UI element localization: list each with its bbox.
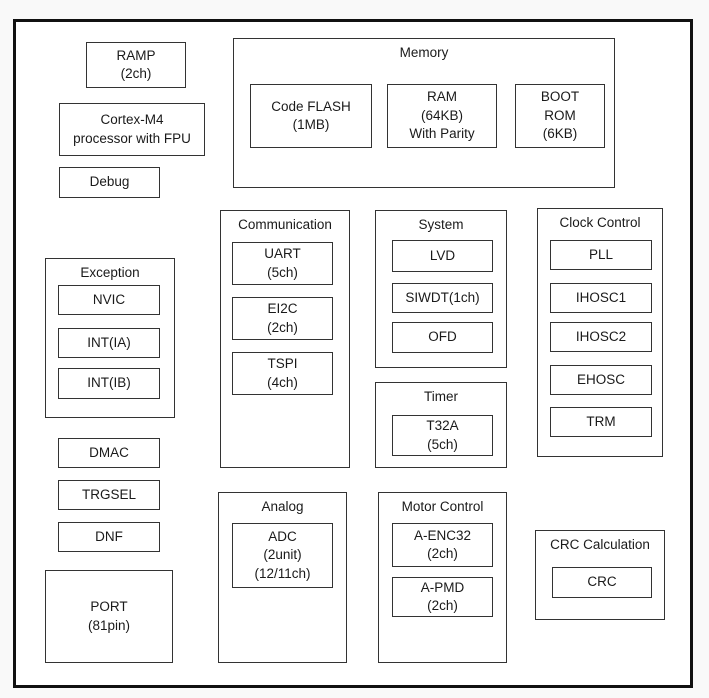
group-system: System LVD SIWDT(1ch) OFD (375, 210, 507, 368)
block-crc: CRC (552, 567, 652, 598)
group-analog: Analog ADC (2unit) (12/11ch) (218, 492, 347, 663)
block-siwdt: SIWDT(1ch) (392, 283, 493, 313)
block-code-flash: Code FLASH (1MB) (250, 84, 372, 148)
block-adc: ADC (2unit) (12/11ch) (232, 523, 333, 588)
group-title-crc-calculation: CRC Calculation (550, 537, 650, 552)
block-trm: TRM (550, 407, 652, 437)
group-timer: Timer T32A (5ch) (375, 382, 507, 468)
block-lvd: LVD (392, 240, 493, 272)
group-title-motor-control: Motor Control (401, 499, 484, 514)
block-ei2c: EI2C (2ch) (232, 297, 333, 340)
block-ram: RAM (64KB) With Parity (387, 84, 497, 148)
group-title-analog: Analog (261, 499, 304, 514)
group-clock-control: Clock Control PLL IHOSC1 IHOSC2 EHOSC TR… (537, 208, 663, 457)
block-ofd: OFD (392, 322, 493, 353)
block-a-enc32: A-ENC32 (2ch) (392, 523, 493, 567)
block-boot-rom: BOOT ROM (6KB) (515, 84, 605, 148)
group-title-system: System (418, 217, 464, 232)
block-pll: PLL (550, 240, 652, 270)
group-communication: Communication UART (5ch) EI2C (2ch) TSPI… (220, 210, 350, 468)
group-memory: Memory Code FLASH (1MB) RAM (64KB) With … (233, 38, 615, 188)
block-dmac: DMAC (58, 438, 160, 468)
group-crc-calculation: CRC Calculation CRC (535, 530, 665, 620)
block-int-ib: INT(IB) (58, 368, 160, 399)
block-tspi: TSPI (4ch) (232, 352, 333, 395)
block-nvic: NVIC (58, 285, 160, 315)
group-exception: Exception NVIC INT(IA) INT(IB) (45, 258, 175, 418)
group-title-exception: Exception (80, 265, 140, 280)
block-ihosc2: IHOSC2 (550, 322, 652, 352)
block-a-pmd: A-PMD (2ch) (392, 577, 493, 617)
block-int-ia: INT(IA) (58, 328, 160, 358)
block-dnf: DNF (58, 522, 160, 552)
block-port: PORT (81pin) (45, 570, 173, 663)
block-debug: Debug (59, 167, 160, 198)
block-ramp: RAMP (2ch) (86, 42, 186, 88)
group-motor-control: Motor Control A-ENC32 (2ch) A-PMD (2ch) (378, 492, 507, 663)
group-title-clock-control: Clock Control (559, 215, 641, 230)
block-trgsel: TRGSEL (58, 480, 160, 510)
block-t32a: T32A (5ch) (392, 415, 493, 456)
block-ihosc1: IHOSC1 (550, 283, 652, 313)
group-title-timer: Timer (424, 389, 458, 404)
block-cortex-m4: Cortex-M4 processor with FPU (59, 103, 205, 156)
group-title-memory: Memory (399, 45, 449, 60)
block-ehosc: EHOSC (550, 365, 652, 395)
group-title-communication: Communication (238, 217, 332, 232)
block-uart: UART (5ch) (232, 242, 333, 285)
